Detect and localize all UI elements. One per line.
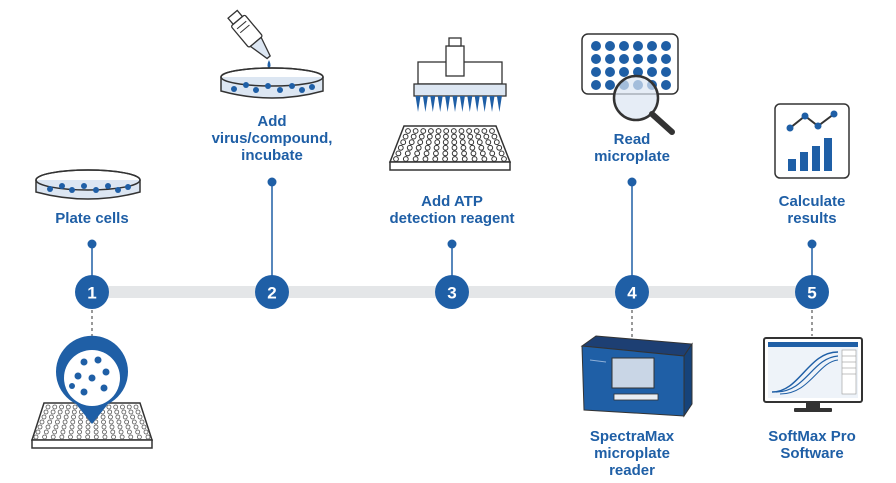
step-marker-3: 3: [435, 275, 469, 309]
dashed-connectors: [91, 310, 813, 340]
multichannel-pipette-plate-icon: [388, 37, 512, 171]
step-label-1: Plate cells: [55, 210, 129, 227]
step-marker-5: 5: [795, 275, 829, 309]
step-number: 4: [627, 284, 637, 303]
step-number: 2: [267, 284, 276, 303]
monitor-software-icon: [763, 337, 863, 412]
cell-plate-pin-icon: [30, 335, 154, 449]
step-number: 1: [87, 284, 96, 303]
step-label-3: Add ATP detection reagent: [389, 193, 515, 227]
step-number: 5: [807, 284, 816, 303]
instrument-label-softmax: SoftMax Pro Software: [768, 428, 856, 462]
instrument-label-spectramax: SpectraMax microplate reader: [589, 428, 675, 479]
step-marker-4: 4: [615, 275, 649, 309]
step-marker-2: 2: [255, 275, 289, 309]
connector-dots: [87, 177, 817, 249]
step-label-2: Add virus/compound, incubate: [211, 113, 333, 164]
microplate-reader-icon: [580, 335, 693, 418]
step-label-5: Calculate results: [778, 193, 846, 227]
step-marker-1: 1: [75, 275, 109, 309]
step-number: 3: [447, 284, 456, 303]
connectors: [91, 182, 813, 276]
pipette-dish-icon: [220, 9, 324, 99]
chart-results-icon: [774, 103, 850, 179]
step-label-4: Read microplate: [594, 131, 670, 165]
microplate-magnifier-icon: [581, 33, 679, 135]
petri-dish-icon: [35, 169, 141, 200]
